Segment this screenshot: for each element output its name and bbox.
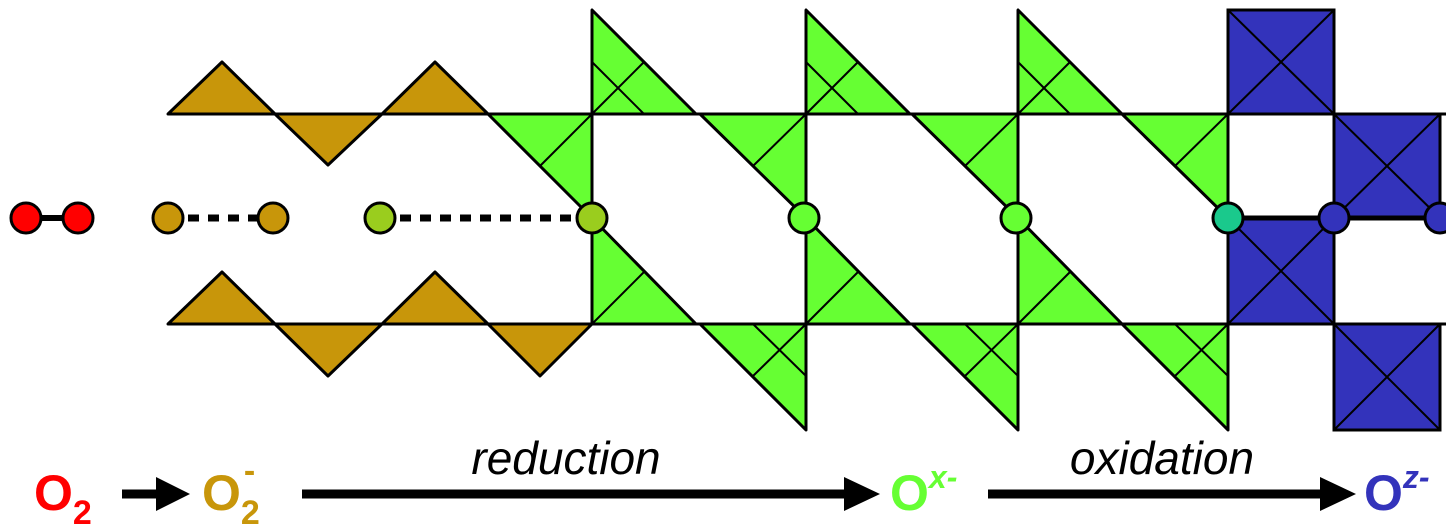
label-o2: O2: [34, 465, 92, 532]
superoxide-atom-left: [151, 201, 185, 235]
green-inner-edges: [539, 61, 1229, 377]
intermediate-atom-left: [363, 201, 397, 235]
upper-brown-triangle-2: [273, 112, 384, 167]
lower-brown-triangle-2: [273, 322, 384, 378]
transition-oxygen: [1211, 201, 1245, 235]
o2-atom-right: [61, 201, 95, 235]
oxidized-oxygen-2: [1423, 201, 1446, 235]
intermediate-atom-right: [575, 201, 609, 235]
upper-brown-triangle-3: [380, 60, 490, 116]
lower-brown-triangle-4: [486, 322, 594, 378]
superoxide-atom-right: [256, 201, 290, 235]
o2-atom-left: [9, 201, 43, 235]
upper-superoxide-chain: [166, 60, 490, 167]
intermediate-pair: [363, 201, 609, 235]
lower-brown-triangle-1: [166, 270, 277, 326]
upper-brown-triangle-1: [166, 60, 277, 116]
blue-square-diagonals: [1227, 9, 1441, 431]
lower-brown-triangle-3: [380, 270, 490, 326]
o2-molecule: [9, 201, 95, 235]
oxidized-oxygen-1: [1317, 201, 1351, 235]
label-superoxide: O2-: [202, 452, 260, 532]
lattice-oxygen-2: [999, 201, 1033, 235]
label-ox: Ox-: [890, 459, 957, 521]
oxidized-oxygen-row: [1211, 201, 1446, 235]
label-oxidation: oxidation: [1070, 432, 1254, 484]
lower-superoxide-chain: [166, 270, 594, 378]
label-oz: Oz-: [1364, 459, 1430, 521]
label-reduction: reduction: [471, 432, 660, 484]
reaction-arrows: [122, 477, 1356, 511]
lattice-oxygen-1: [787, 201, 821, 235]
superoxide-pair: [151, 201, 290, 235]
